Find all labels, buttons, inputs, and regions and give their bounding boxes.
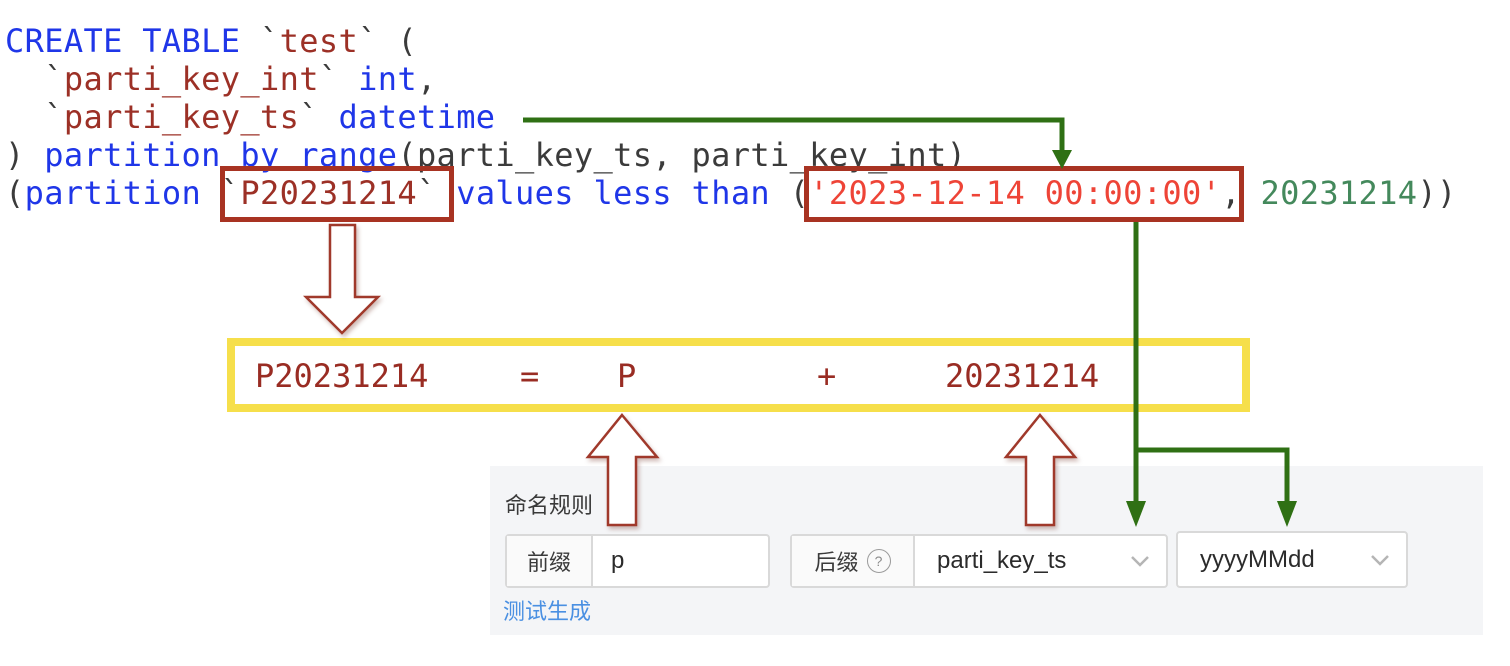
- code-token: partition: [24, 174, 202, 212]
- code-token: 20231214: [1260, 174, 1418, 212]
- partition-name-highlight-box: [220, 166, 454, 222]
- code-token: values less than: [456, 174, 771, 212]
- prefix-label: 前缀: [507, 536, 593, 586]
- code-token: (: [5, 174, 25, 212]
- code-token: `: [201, 174, 241, 212]
- suffix-field-select[interactable]: parti_key_ts: [915, 536, 1166, 586]
- equation-suffix-part: 20231214: [945, 357, 1100, 395]
- code-token: ): [5, 136, 45, 174]
- equation-equals: =: [520, 357, 540, 395]
- code-token: datetime: [338, 98, 496, 136]
- prefix-input[interactable]: p: [611, 547, 625, 574]
- suffix-field-value: parti_key_ts: [937, 547, 1067, 574]
- code-token: ,: [1221, 174, 1261, 212]
- help-icon[interactable]: ?: [866, 549, 891, 573]
- code-line: CREATE TABLE `test` (: [5, 22, 1457, 60]
- sql-code: CREATE TABLE `test` ( `parti_key_int` in…: [5, 22, 1457, 212]
- suffix-label-cell: 后缀 ?: [792, 536, 915, 586]
- code-token: (: [377, 22, 417, 60]
- down-arrow-icon: [302, 223, 382, 335]
- suffix-field-group: 后缀 ? parti_key_ts: [790, 534, 1168, 588]
- code-token: `: [240, 22, 280, 60]
- code-token: `: [358, 22, 378, 60]
- code-token: test: [279, 22, 359, 60]
- code-token: [319, 98, 339, 136]
- code-token: `: [416, 174, 437, 212]
- code-token: `: [5, 98, 64, 136]
- chevron-down-icon: [1371, 554, 1389, 566]
- suffix-format-value: yyyyMMdd: [1200, 545, 1315, 573]
- code-line: (partition `P20231214` values less than …: [5, 174, 1457, 212]
- equation-plus: +: [817, 357, 837, 395]
- equation-prefix-part: P: [617, 357, 637, 395]
- code-line: `parti_key_ts` datetime: [5, 98, 1457, 136]
- code-token: P20231214: [240, 174, 417, 212]
- suffix-format-select[interactable]: yyyyMMdd: [1176, 531, 1408, 588]
- test-generate-link[interactable]: 测试生成: [503, 599, 592, 624]
- chevron-down-icon: [1131, 556, 1149, 567]
- code-token: )): [1417, 174, 1457, 212]
- code-token: `: [5, 60, 64, 98]
- code-token: ,: [416, 60, 437, 98]
- code-token: parti_key_ts: [63, 98, 300, 136]
- code-token: `: [318, 60, 339, 98]
- code-token: `: [299, 98, 319, 136]
- code-token: CREATE TABLE: [5, 22, 241, 60]
- equation-result: P20231214: [255, 357, 429, 395]
- date-value-highlight-box: [804, 166, 1244, 222]
- suffix-label: 后缀: [814, 550, 859, 575]
- code-token: parti_key_int: [63, 60, 319, 98]
- prefix-field-group: 前缀 p: [505, 534, 770, 588]
- code-line: `parti_key_int` int,: [5, 60, 1457, 98]
- equation-box: P20231214 = P + 20231214: [227, 338, 1250, 412]
- naming-rule-panel: 命名规则 前缀 p 后缀 ? parti_key_ts yyyyMMdd 测试生…: [490, 466, 1483, 635]
- panel-title: 命名规则: [505, 493, 594, 518]
- code-token: '2023-12-14 00:00:00': [809, 174, 1222, 212]
- code-token: [339, 60, 359, 98]
- code-token: int: [358, 60, 417, 98]
